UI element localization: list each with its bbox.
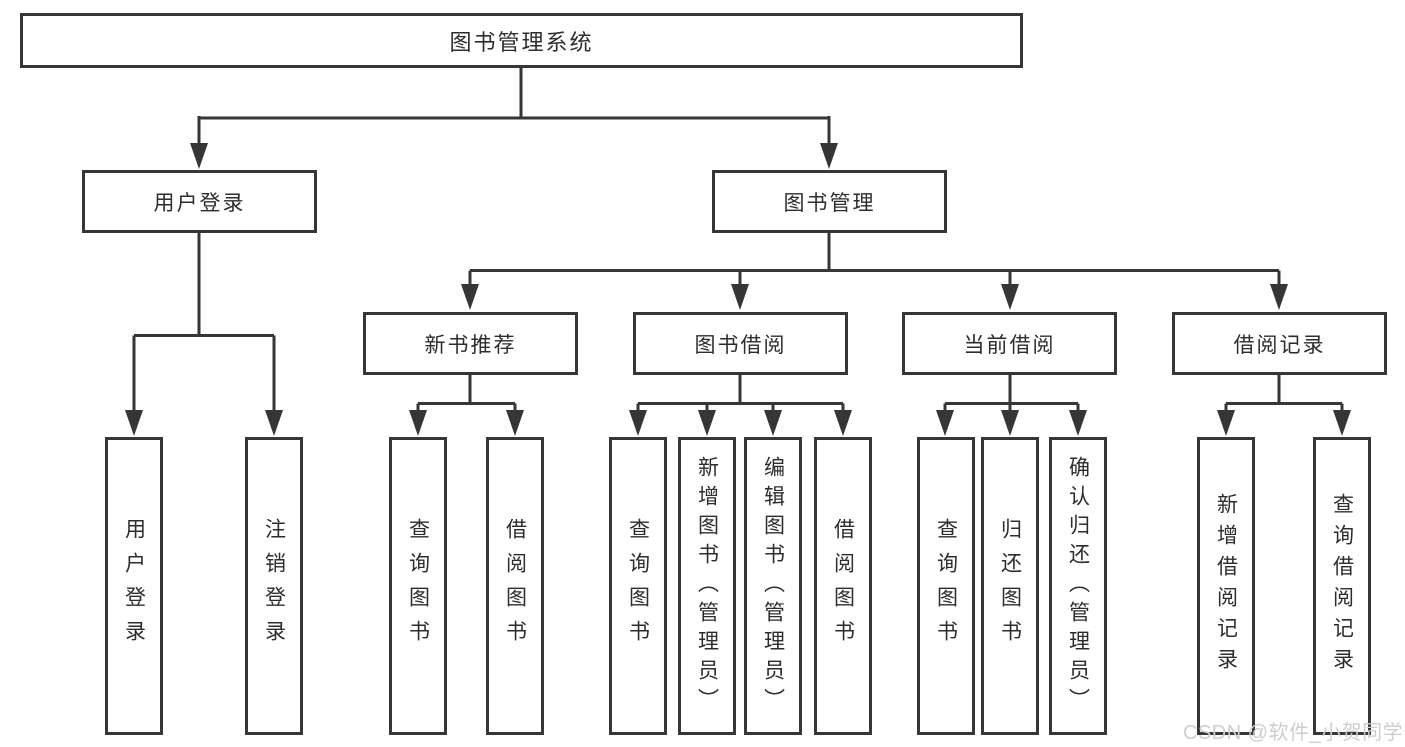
node-query-borrow-record: 查询借阅记录 <box>1313 437 1371 735</box>
node-label: 编辑图书（管理员） <box>761 455 785 717</box>
node-logout: 注销登录 <box>245 437 303 735</box>
watermark: CSDN @软件_小贺同学 <box>1183 722 1404 744</box>
node-label: 查询图书 <box>626 518 650 654</box>
node-label: 图书管理 <box>783 191 876 215</box>
node-query-books-current: 查询图书 <box>917 437 975 735</box>
node-label: 注销登录 <box>262 518 286 654</box>
node-query-books-borrowing: 查询图书 <box>609 437 667 735</box>
node-label: 当前借阅 <box>963 333 1056 357</box>
node-add-borrow-record: 新增借阅记录 <box>1197 437 1255 735</box>
node-label: 图书借阅 <box>694 333 787 357</box>
node-label: 确认归还（管理员） <box>1066 455 1090 717</box>
node-query-books-recommend: 查询图书 <box>389 437 447 735</box>
arrowheads <box>125 143 1351 436</box>
node-confirm-return-admin: 确认归还（管理员） <box>1049 437 1107 735</box>
node-current-borrowing: 当前借阅 <box>902 312 1117 375</box>
node-label: 借阅图书 <box>831 518 855 654</box>
node-return-books: 归还图书 <box>981 437 1039 735</box>
node-borrowing-records: 借阅记录 <box>1172 312 1387 375</box>
node-borrow-books-borrowing: 借阅图书 <box>814 437 872 735</box>
node-label: 查询借阅记录 <box>1330 493 1354 679</box>
node-book-borrowing: 图书借阅 <box>633 312 848 375</box>
node-label: 借阅记录 <box>1233 333 1326 357</box>
node-label: 图书管理系统 <box>449 29 594 55</box>
node-user-login: 用户登录 <box>82 170 317 233</box>
node-edit-books-admin: 编辑图书（管理员） <box>744 437 802 735</box>
node-book-management: 图书管理 <box>712 170 947 233</box>
node-label: 查询图书 <box>934 518 958 654</box>
node-label: 归还图书 <box>998 518 1022 654</box>
node-label: 查询图书 <box>406 518 430 654</box>
node-borrow-books-recommend: 借阅图书 <box>486 437 544 735</box>
node-label: 新增借阅记录 <box>1214 493 1238 679</box>
node-label: 新增图书（管理员） <box>695 455 719 717</box>
node-add-books-admin: 新增图书（管理员） <box>678 437 736 735</box>
node-label: 用户登录 <box>153 191 246 215</box>
node-user-login-leaf: 用户登录 <box>105 437 163 735</box>
node-library-management-system: 图书管理系统 <box>20 13 1023 68</box>
node-new-book-recommend: 新书推荐 <box>363 312 578 375</box>
connector-paths <box>132 67 1344 412</box>
node-label: 用户登录 <box>122 518 146 654</box>
node-label: 新书推荐 <box>424 333 517 357</box>
node-label: 借阅图书 <box>503 518 527 654</box>
